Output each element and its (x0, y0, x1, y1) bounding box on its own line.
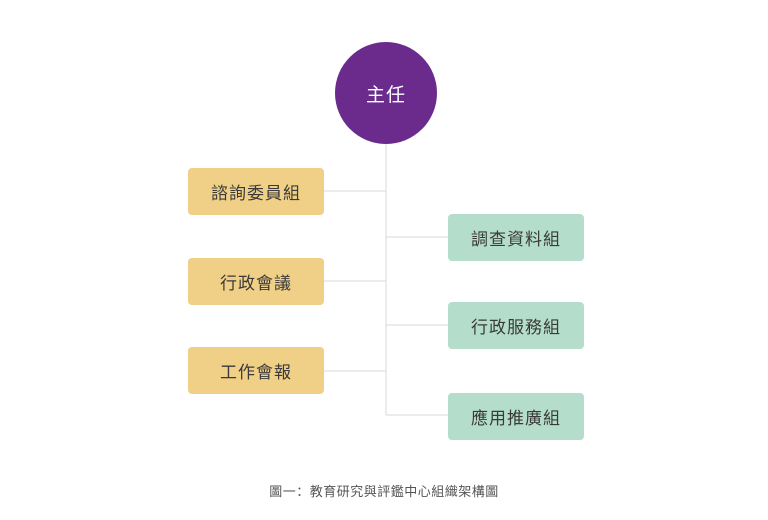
unit-application-promotion: 應用推廣組 (448, 393, 584, 440)
unit-administrative-meeting: 行政會議 (188, 258, 324, 305)
unit-work-report: 工作會報 (188, 347, 324, 394)
unit-administrative-services: 行政服務組 (448, 302, 584, 349)
director-node: 主任 (335, 42, 437, 144)
unit-advisory-committee: 諮詢委員組 (188, 168, 324, 215)
unit-survey-data: 調查資料組 (448, 214, 584, 261)
figure-caption: 圖一：教育研究與評鑑中心組織架構圖 (269, 485, 499, 500)
